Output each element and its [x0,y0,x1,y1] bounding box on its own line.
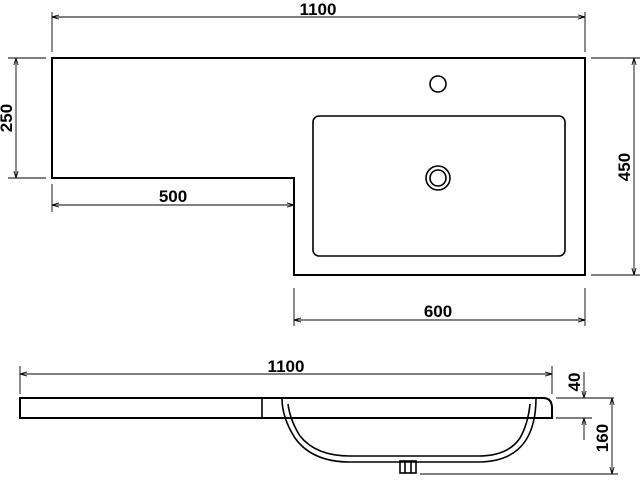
dimension-basin-width: 600 [293,288,586,326]
tap-hole-icon [429,75,447,93]
plan-view: 1100 250 500 450 600 [0,0,640,326]
waste-outlet-inner-icon [429,169,447,187]
dimension-left-depth: 250 [0,57,46,179]
dimension-top-thickness: 40 [556,372,614,440]
dimension-total-width: 1100 [51,0,586,52]
dimension-left-width-label: 500 [159,187,187,206]
dimension-total-depth: 450 [591,57,640,276]
dimension-left-width: 500 [51,184,295,212]
dimension-elevation-width-label: 1100 [268,357,305,376]
dimension-bowl-depth: 160 [420,398,618,475]
vanity-top-outline [51,57,586,276]
dimension-bowl-depth-label: 160 [593,424,612,452]
vanity-top-profile [19,397,553,419]
basin-bowl-profile [281,397,537,463]
waste-outlet-icon [425,165,451,191]
dimension-total-depth-label: 450 [615,153,634,181]
dimension-total-width-label: 1100 [300,0,337,19]
dimension-left-depth-label: 250 [0,104,16,132]
dimension-basin-width-label: 600 [424,302,452,321]
basin-bowl-profile-inner [287,403,531,457]
dimension-top-thickness-label: 40 [565,373,584,392]
dimension-elevation-width: 1100 [19,357,553,394]
elevation-view: 1100 40 160 [19,357,618,475]
basin-bowl [312,115,566,257]
waste-pipe-icon [399,460,417,474]
